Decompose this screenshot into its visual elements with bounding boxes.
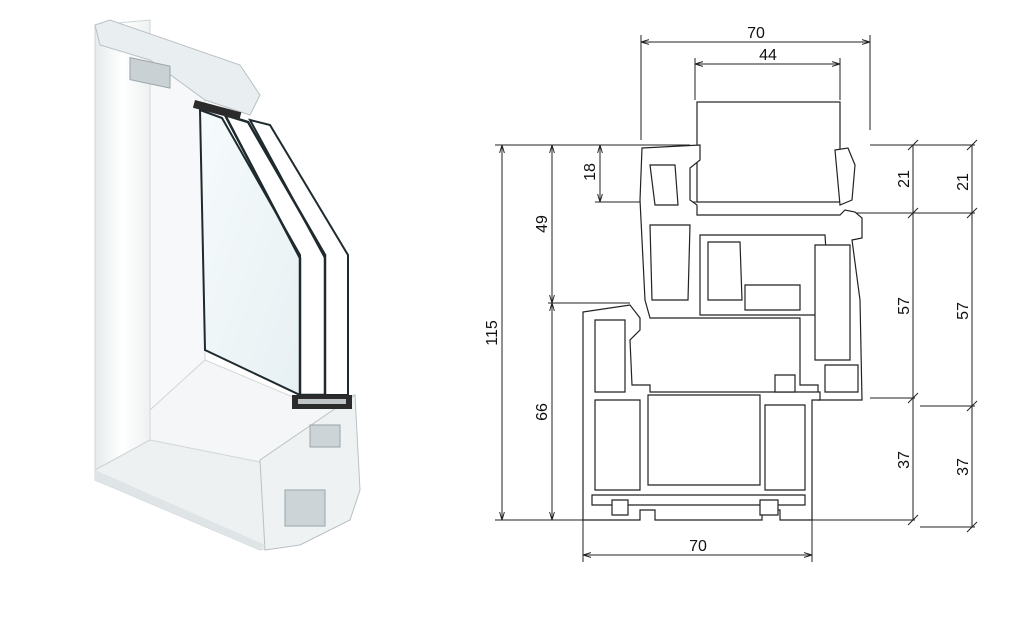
frame-vertical — [94, 19, 151, 471]
tick — [966, 400, 978, 412]
dim-label-right-b-mid: 57 — [955, 302, 972, 320]
tick — [966, 139, 978, 151]
tick — [966, 521, 978, 533]
dim-label-glass-rebate: 18 — [582, 163, 599, 181]
dim-label-right-a-mid: 57 — [896, 297, 913, 315]
dim-label-left-frame: 66 — [534, 403, 551, 421]
reinforcement-bottom — [284, 489, 326, 527]
spacer-desiccant — [298, 399, 346, 404]
tick — [907, 392, 919, 404]
sash-vertical — [149, 59, 206, 412]
tick — [907, 207, 919, 219]
profile-cross-section-drawing: 70 44 70 115 49 66 18 21 57 37 21 57 37 — [484, 25, 978, 562]
sash-profile — [639, 144, 863, 401]
tick — [966, 207, 978, 219]
tick — [907, 139, 919, 151]
frame-profile — [582, 304, 821, 521]
spacer-bar-top — [192, 100, 242, 121]
tick — [907, 514, 919, 526]
glass-unit — [696, 101, 841, 203]
dim-label-right-b-top: 21 — [955, 173, 972, 191]
reinforcement-middle — [309, 424, 341, 448]
dim-label-right-a-top: 21 — [896, 170, 913, 188]
glass-pane-1 — [198, 108, 301, 397]
frame-edge-shadow — [95, 470, 265, 550]
dim-label-top-total: 70 — [747, 25, 765, 42]
reinforcement-top — [129, 57, 171, 89]
dim-label-top-sash: 44 — [759, 47, 777, 64]
dim-label-right-a-bot: 37 — [896, 451, 913, 469]
dim-label-right-b-bot: 37 — [955, 458, 972, 476]
profile-section-top — [94, 19, 261, 116]
dim-label-bottom-total: 70 — [689, 538, 707, 555]
window-profile-cutaway-illustration — [94, 19, 361, 551]
dim-label-left-sash: 49 — [534, 215, 551, 233]
dim-label-left-overall: 115 — [484, 320, 501, 346]
